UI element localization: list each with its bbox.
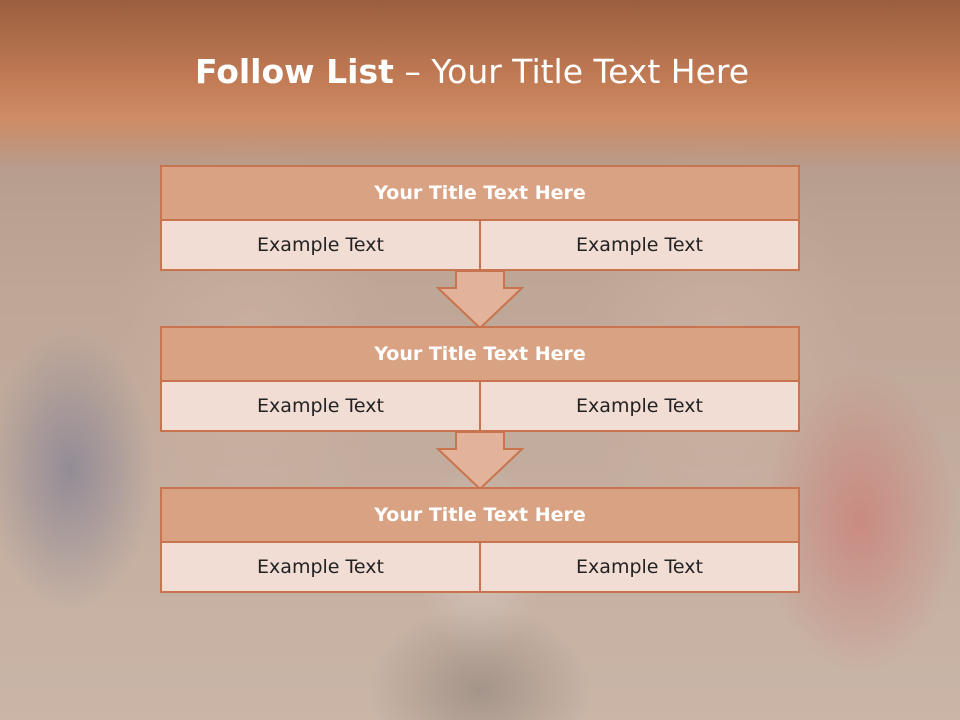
block-row: Example Text Example Text — [160, 221, 800, 271]
header-band — [0, 0, 960, 170]
block-cell-left: Example Text — [160, 543, 481, 593]
block-row: Example Text Example Text — [160, 382, 800, 432]
block-cell-left: Example Text — [160, 382, 481, 432]
list-block-3: Your Title Text Here Example Text Exampl… — [160, 487, 800, 593]
slide-title-rest: – Your Title Text Here — [393, 52, 750, 91]
block-cell-right: Example Text — [481, 221, 800, 271]
block-title: Your Title Text Here — [160, 326, 800, 382]
list-block-2: Your Title Text Here Example Text Exampl… — [160, 326, 800, 432]
down-arrow-icon — [436, 431, 524, 491]
block-cell-left: Example Text — [160, 221, 481, 271]
block-row: Example Text Example Text — [160, 543, 800, 593]
down-arrow-icon — [436, 270, 524, 330]
block-cell-right: Example Text — [481, 382, 800, 432]
block-title: Your Title Text Here — [160, 487, 800, 543]
list-block-1: Your Title Text Here Example Text Exampl… — [160, 165, 800, 271]
block-title: Your Title Text Here — [160, 165, 800, 221]
slide-title: Follow List – Your Title Text Here — [0, 52, 944, 91]
slide-title-bold: Follow List — [194, 52, 394, 91]
block-cell-right: Example Text — [481, 543, 800, 593]
